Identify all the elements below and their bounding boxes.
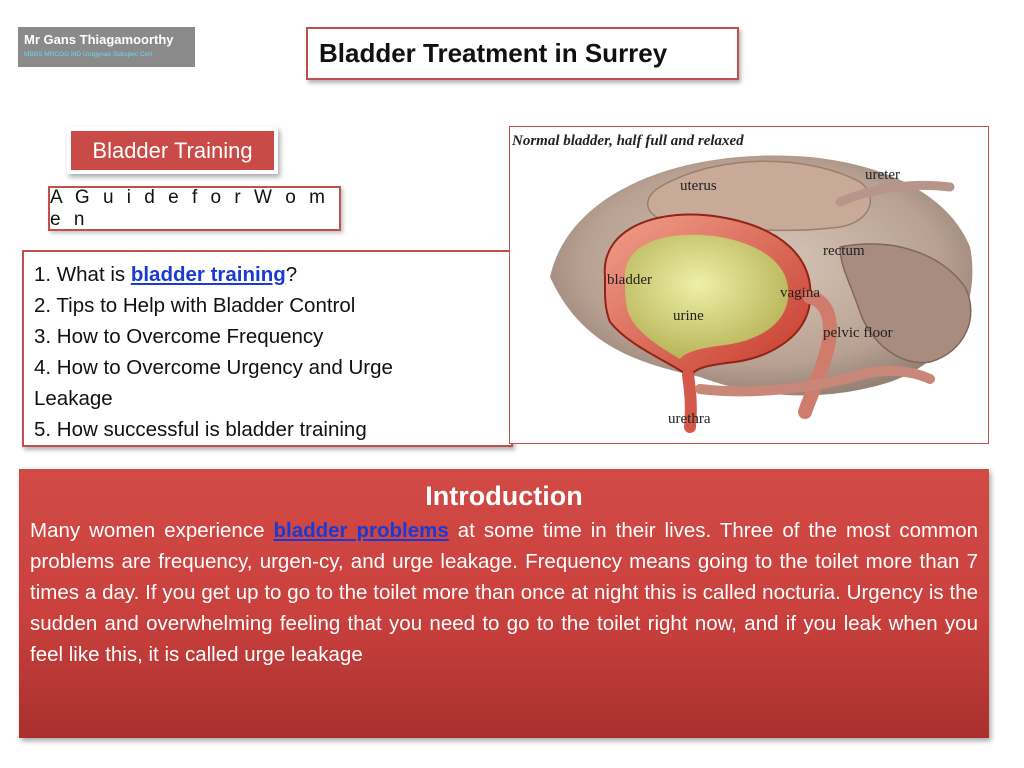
toc-item-5: 5. How successful is bladder training [34,418,367,441]
toc-item-2: 2. Tips to Help with Bladder Control [34,294,356,317]
bladder-anatomy-illustration: Normal bladder, half full and relaxed ut… [511,133,973,433]
introduction-lead: Many women experience [30,519,274,542]
toc-item-1-suffix: ? [285,263,298,286]
label-pelvic-floor: pelvic floor [823,325,893,341]
section-tag: Bladder Training [67,127,278,174]
toc-item-4-line-2: Leakage [34,387,113,410]
introduction-heading: Introduction [425,481,583,511]
introduction-text: Many women experience bladder problems a… [30,515,978,670]
label-rectum: rectum [823,243,865,259]
figure-caption: Normal bladder, half full and relaxed [511,133,744,149]
table-of-contents: 1. What is bladder training? 2. Tips to … [22,250,513,447]
label-vagina: vagina [780,285,820,301]
page-title: Bladder Treatment in Surrey [306,27,739,80]
author-credentials: MBBS MRCOG MD Urogynae Subspec Cert [24,51,153,58]
label-urine: urine [673,308,704,324]
introduction-panel: Introduction Many women experience bladd… [19,469,989,738]
toc-item-3: 3. How to Overcome Frequency [34,325,324,348]
section-tag-label: Bladder Training [71,131,274,170]
label-uterus: uterus [680,178,717,194]
bladder-anatomy-figure: Normal bladder, half full and relaxed ut… [509,126,989,444]
bladder-training-link[interactable]: bladder training [130,263,286,286]
toc-item-1: 1. What is bladder training? [34,259,501,290]
guide-subtitle: A G u i d e f o r W o m e n [48,186,341,231]
toc-item-4-line-1: 4. How to Overcome Urgency and Urge [34,356,393,379]
bladder-problems-link[interactable]: bladder problems [273,519,449,542]
introduction-body: at some time in their lives. Three of th… [30,519,979,666]
label-urethra: urethra [668,411,711,427]
toc-item-1-prefix: 1. What is [34,263,131,286]
label-bladder: bladder [607,272,652,288]
author-logo: Mr Gans Thiagamoorthy MBBS MRCOG MD Urog… [18,27,195,67]
author-name: Mr Gans Thiagamoorthy [24,32,174,47]
label-ureter: ureter [865,167,900,183]
